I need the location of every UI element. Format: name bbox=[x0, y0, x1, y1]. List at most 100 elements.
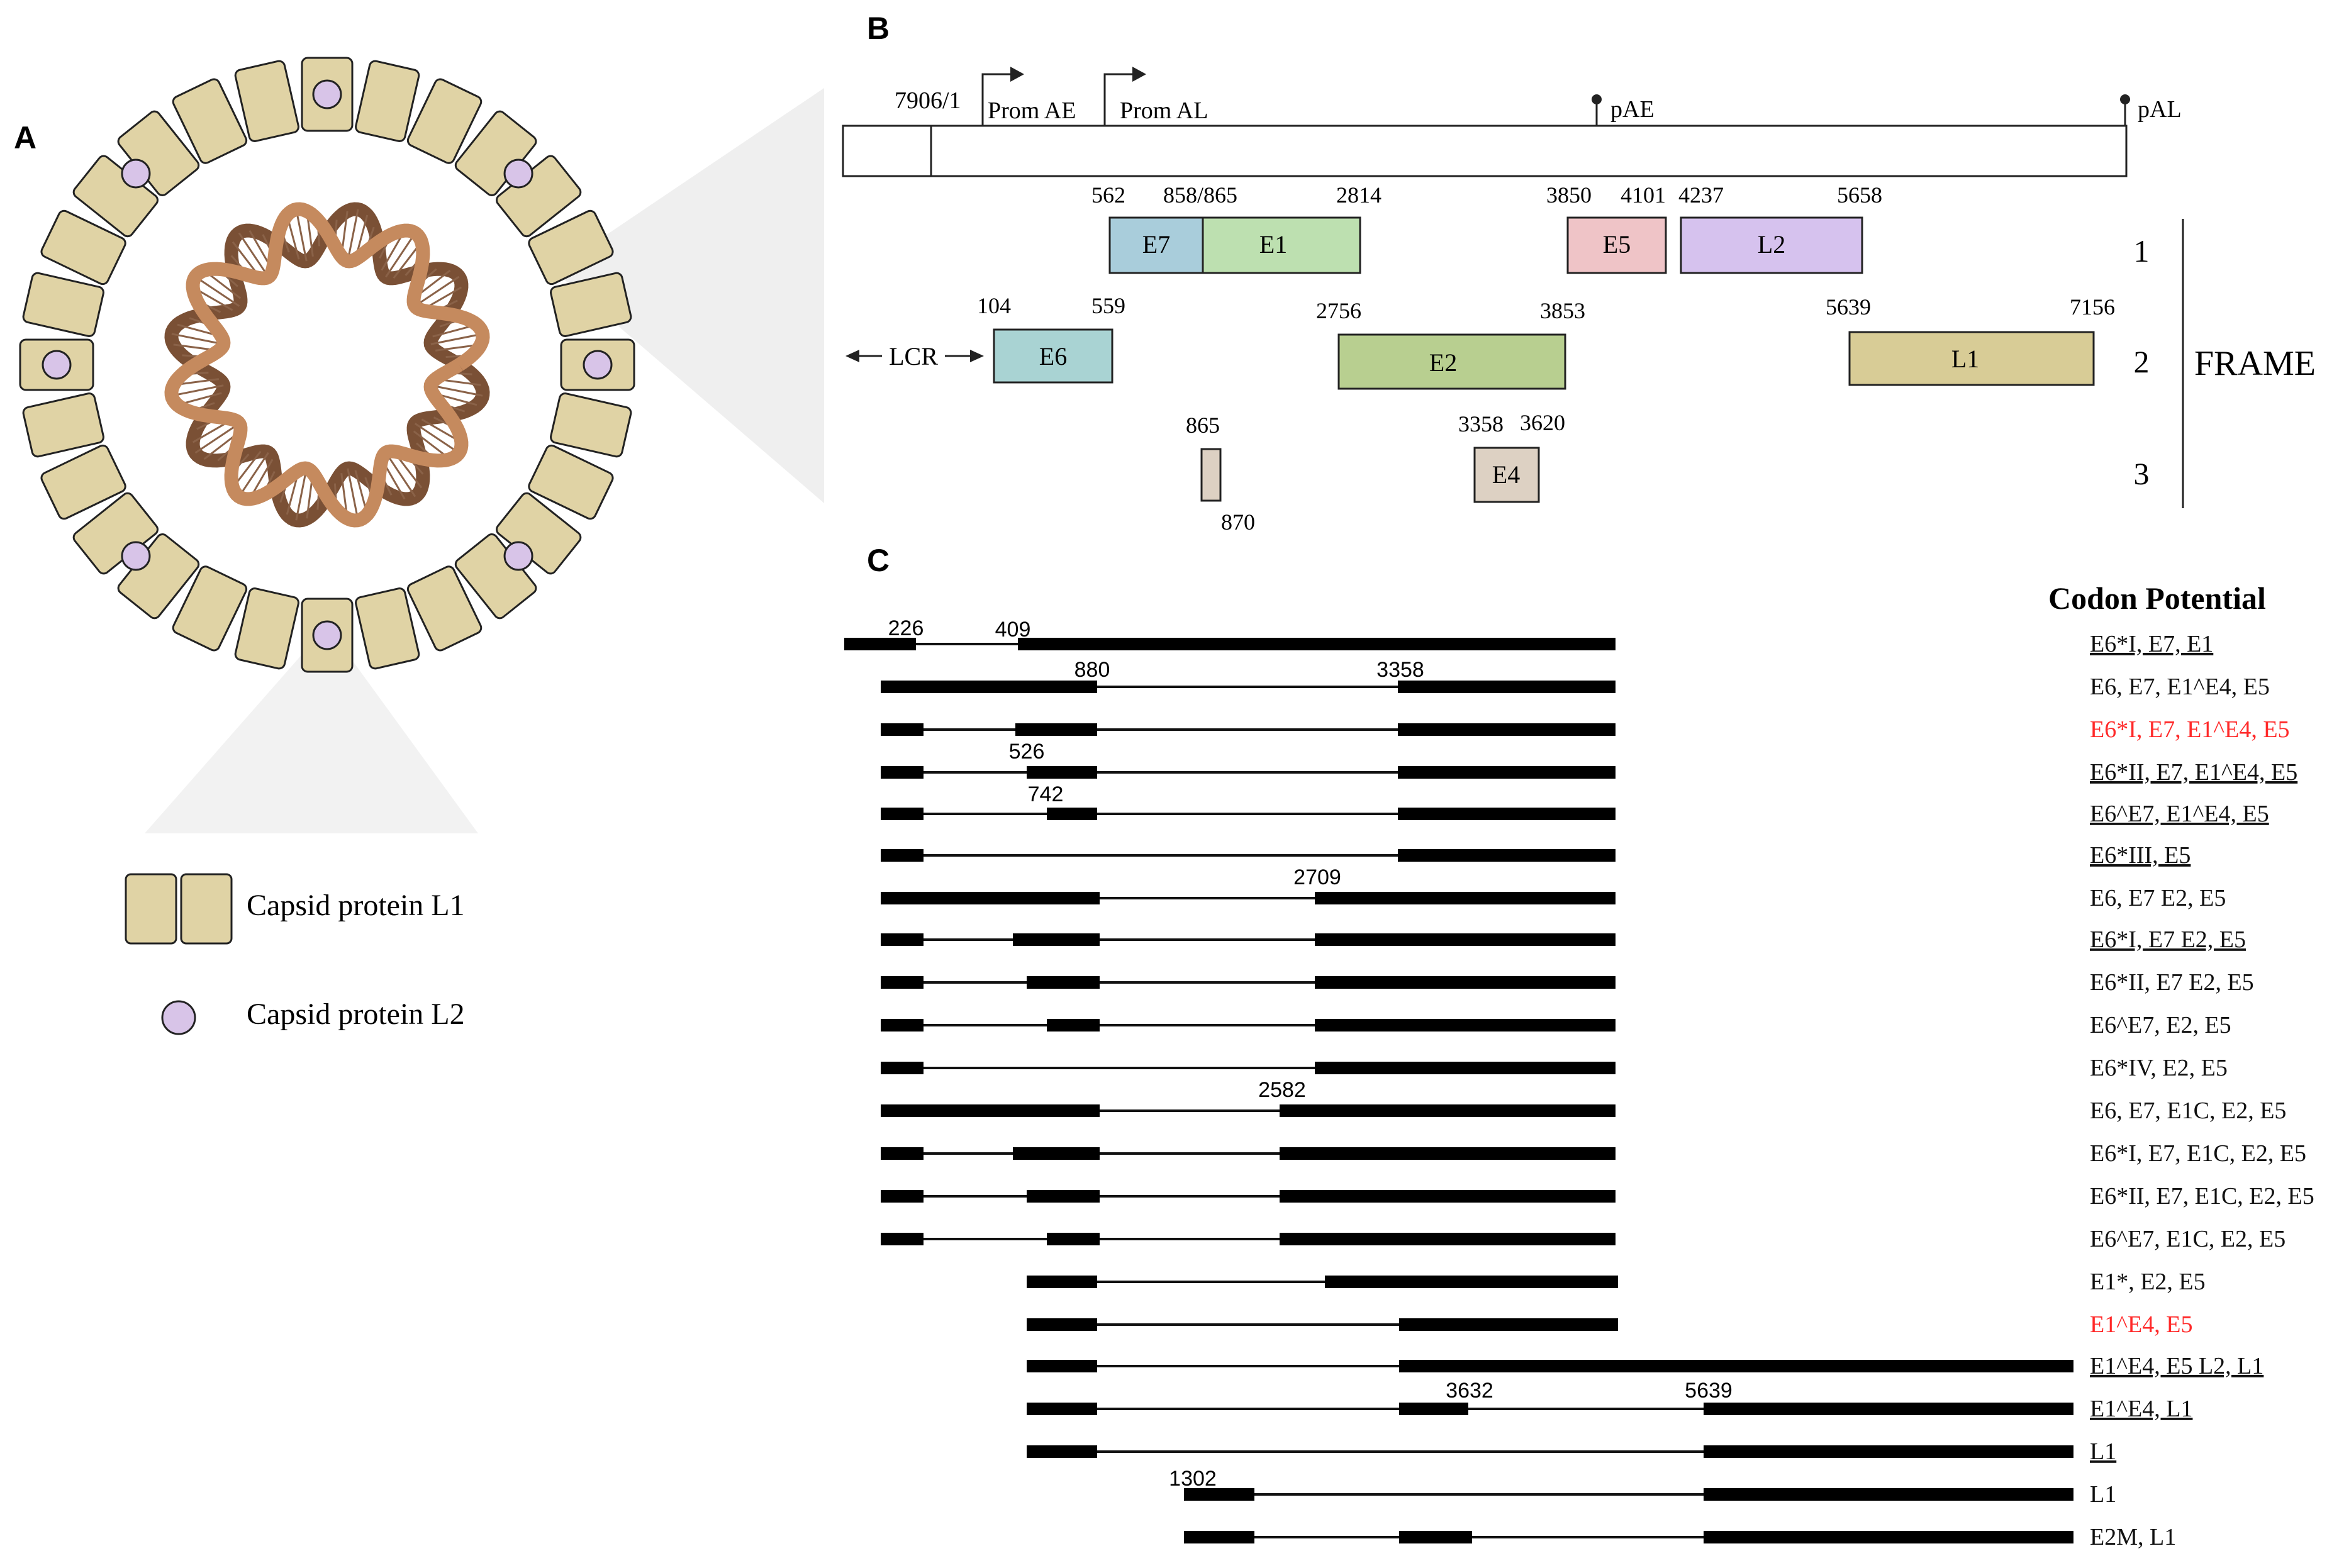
exon-block bbox=[1027, 1190, 1100, 1203]
exon-block bbox=[881, 808, 924, 820]
dna-base-pair bbox=[347, 468, 359, 521]
zoom-cone-capsomer bbox=[145, 626, 478, 833]
exon-block bbox=[881, 1190, 924, 1203]
codon-potential-label: E6*IV, E2, E5 bbox=[2090, 1055, 2228, 1081]
transcript-row: E6, E7 E2, E5 bbox=[881, 885, 2226, 911]
transcript-row: E1^E4, E5 bbox=[1027, 1311, 2192, 1338]
capsomer-l1 bbox=[528, 444, 614, 520]
polya-late-label: pAL bbox=[2138, 96, 2182, 123]
splice-site-2709: 2709 bbox=[1293, 865, 1341, 889]
gene-e6-label: E6 bbox=[1039, 342, 1067, 370]
transcript-row: E6^E7, E1C, E2, E5 bbox=[881, 1226, 2285, 1252]
exon-block bbox=[1315, 892, 1616, 904]
gene-e5-start: 3850 bbox=[1546, 182, 1592, 208]
dna-base-pair bbox=[414, 275, 460, 307]
codon-potential-label: E1^E4, E5 L2, L1 bbox=[2090, 1353, 2263, 1379]
exon-block bbox=[1047, 1019, 1100, 1031]
exon-block bbox=[1399, 1531, 1472, 1543]
capsid-l2-icon bbox=[161, 1000, 196, 1035]
dna-strand bbox=[164, 202, 490, 528]
exon-block bbox=[1398, 681, 1616, 693]
dna-base-pair bbox=[194, 423, 240, 454]
gene-l2-label: L2 bbox=[1758, 230, 1785, 259]
promoter-ae-arrow bbox=[981, 67, 1024, 126]
exon-block bbox=[1704, 1403, 2073, 1415]
exon-block bbox=[1047, 808, 1097, 820]
exon-block bbox=[1027, 766, 1097, 779]
capsid-l2-dot bbox=[312, 79, 342, 109]
dna-base-pair bbox=[430, 384, 483, 397]
capsomer-l1 bbox=[550, 392, 632, 458]
capsomer-l1 bbox=[528, 209, 614, 286]
gene-e1-end: 2814 bbox=[1336, 182, 1381, 208]
capsid-l2-dot bbox=[503, 541, 533, 571]
codon-potential-label: E6^E7, E1^E4, E5 bbox=[2090, 801, 2269, 827]
legend: Capsid protein L1 Capsid protein L2 bbox=[125, 873, 465, 1035]
transcript-row: L1 bbox=[1027, 1438, 2116, 1465]
exon-block bbox=[1280, 1233, 1616, 1245]
panel-a-label: A bbox=[14, 120, 36, 155]
exon-block bbox=[881, 766, 924, 779]
dna-base-pair bbox=[295, 209, 308, 262]
frame-title: FRAME bbox=[2194, 344, 2316, 383]
splice-site-526: 526 bbox=[1009, 740, 1045, 764]
gene-e5-box bbox=[1566, 216, 1667, 274]
gene-l1-label: L1 bbox=[1951, 345, 1979, 373]
dna-base-pair bbox=[385, 452, 416, 498]
gene-e2-box bbox=[1337, 333, 1566, 390]
gene-small-orf-box bbox=[1200, 448, 1222, 502]
dna-helix-icon bbox=[164, 202, 490, 528]
exon-block bbox=[881, 1233, 924, 1245]
dna-strand bbox=[164, 202, 490, 528]
exon-block bbox=[1027, 1403, 1097, 1415]
gene-e5-end: 4101 bbox=[1621, 182, 1666, 208]
codon-potential-label: E6*I, E7 E2, E5 bbox=[2090, 926, 2246, 953]
capsomer-l1 bbox=[406, 78, 483, 164]
exon-block bbox=[881, 681, 1097, 693]
capsomer-l1 bbox=[40, 444, 126, 520]
exon-block bbox=[881, 849, 924, 862]
capsomer-l1 bbox=[22, 392, 104, 458]
exon-block bbox=[1325, 1276, 1618, 1288]
polya-late-marker bbox=[2120, 94, 2130, 126]
transcript-row: E6*IV, E2, E5 bbox=[881, 1055, 2228, 1081]
exon-block bbox=[1027, 1360, 1097, 1372]
exon-block bbox=[1013, 1147, 1100, 1160]
codon-potential-label: E6^E7, E2, E5 bbox=[2090, 1012, 2231, 1038]
legend-l2-label: Capsid protein L2 bbox=[247, 998, 465, 1031]
exon-block bbox=[1704, 1531, 2073, 1543]
transcript-row: L1 bbox=[1184, 1481, 2116, 1508]
gene-e2-end: 3853 bbox=[1540, 298, 1585, 323]
gene-small-orf-end: 870 bbox=[1221, 509, 1255, 535]
splice-site-409: 409 bbox=[995, 618, 1031, 642]
splice-site-3358: 3358 bbox=[1376, 658, 1424, 682]
exon-block bbox=[1399, 1318, 1618, 1331]
transcript-row: E2M, L1 bbox=[1184, 1524, 2176, 1550]
promoter-al-label: Prom AL bbox=[1120, 97, 1208, 124]
splice-site-742: 742 bbox=[1028, 782, 1064, 806]
transcript-row: E6*II, E7 E2, E5 bbox=[881, 969, 2254, 996]
exon-block bbox=[1280, 1190, 1616, 1203]
gene-e2-start: 2756 bbox=[1316, 298, 1361, 323]
codon-potential-label: E6, E7 E2, E5 bbox=[2090, 885, 2226, 911]
transcript-row: E6*II, E7, E1C, E2, E5 bbox=[881, 1183, 2314, 1209]
gene-l1-start: 5639 bbox=[1826, 294, 1871, 320]
splice-site-226: 226 bbox=[888, 616, 924, 640]
exon-block bbox=[1315, 1019, 1616, 1031]
frame-2-label: 2 bbox=[2134, 344, 2150, 379]
exon-block bbox=[881, 1019, 924, 1031]
capsid-l2-dot bbox=[42, 350, 72, 380]
exon-block bbox=[881, 933, 924, 946]
dna-base-pair bbox=[385, 232, 416, 278]
capsomer-l1 bbox=[355, 60, 420, 142]
exon-block bbox=[1027, 976, 1100, 989]
exon-block bbox=[844, 638, 916, 650]
exon-block bbox=[1013, 933, 1100, 946]
gene-l1-box bbox=[1848, 331, 2095, 386]
gene-e1-box bbox=[1202, 216, 1361, 274]
codon-potential-label: E6*I, E7, E1^E4, E5 bbox=[2090, 716, 2290, 743]
legend-l1-label: Capsid protein L1 bbox=[247, 889, 465, 922]
lcr-double-arrow bbox=[846, 340, 984, 372]
exon-block bbox=[1399, 1360, 2073, 1372]
gene-e4-box bbox=[1473, 447, 1540, 503]
